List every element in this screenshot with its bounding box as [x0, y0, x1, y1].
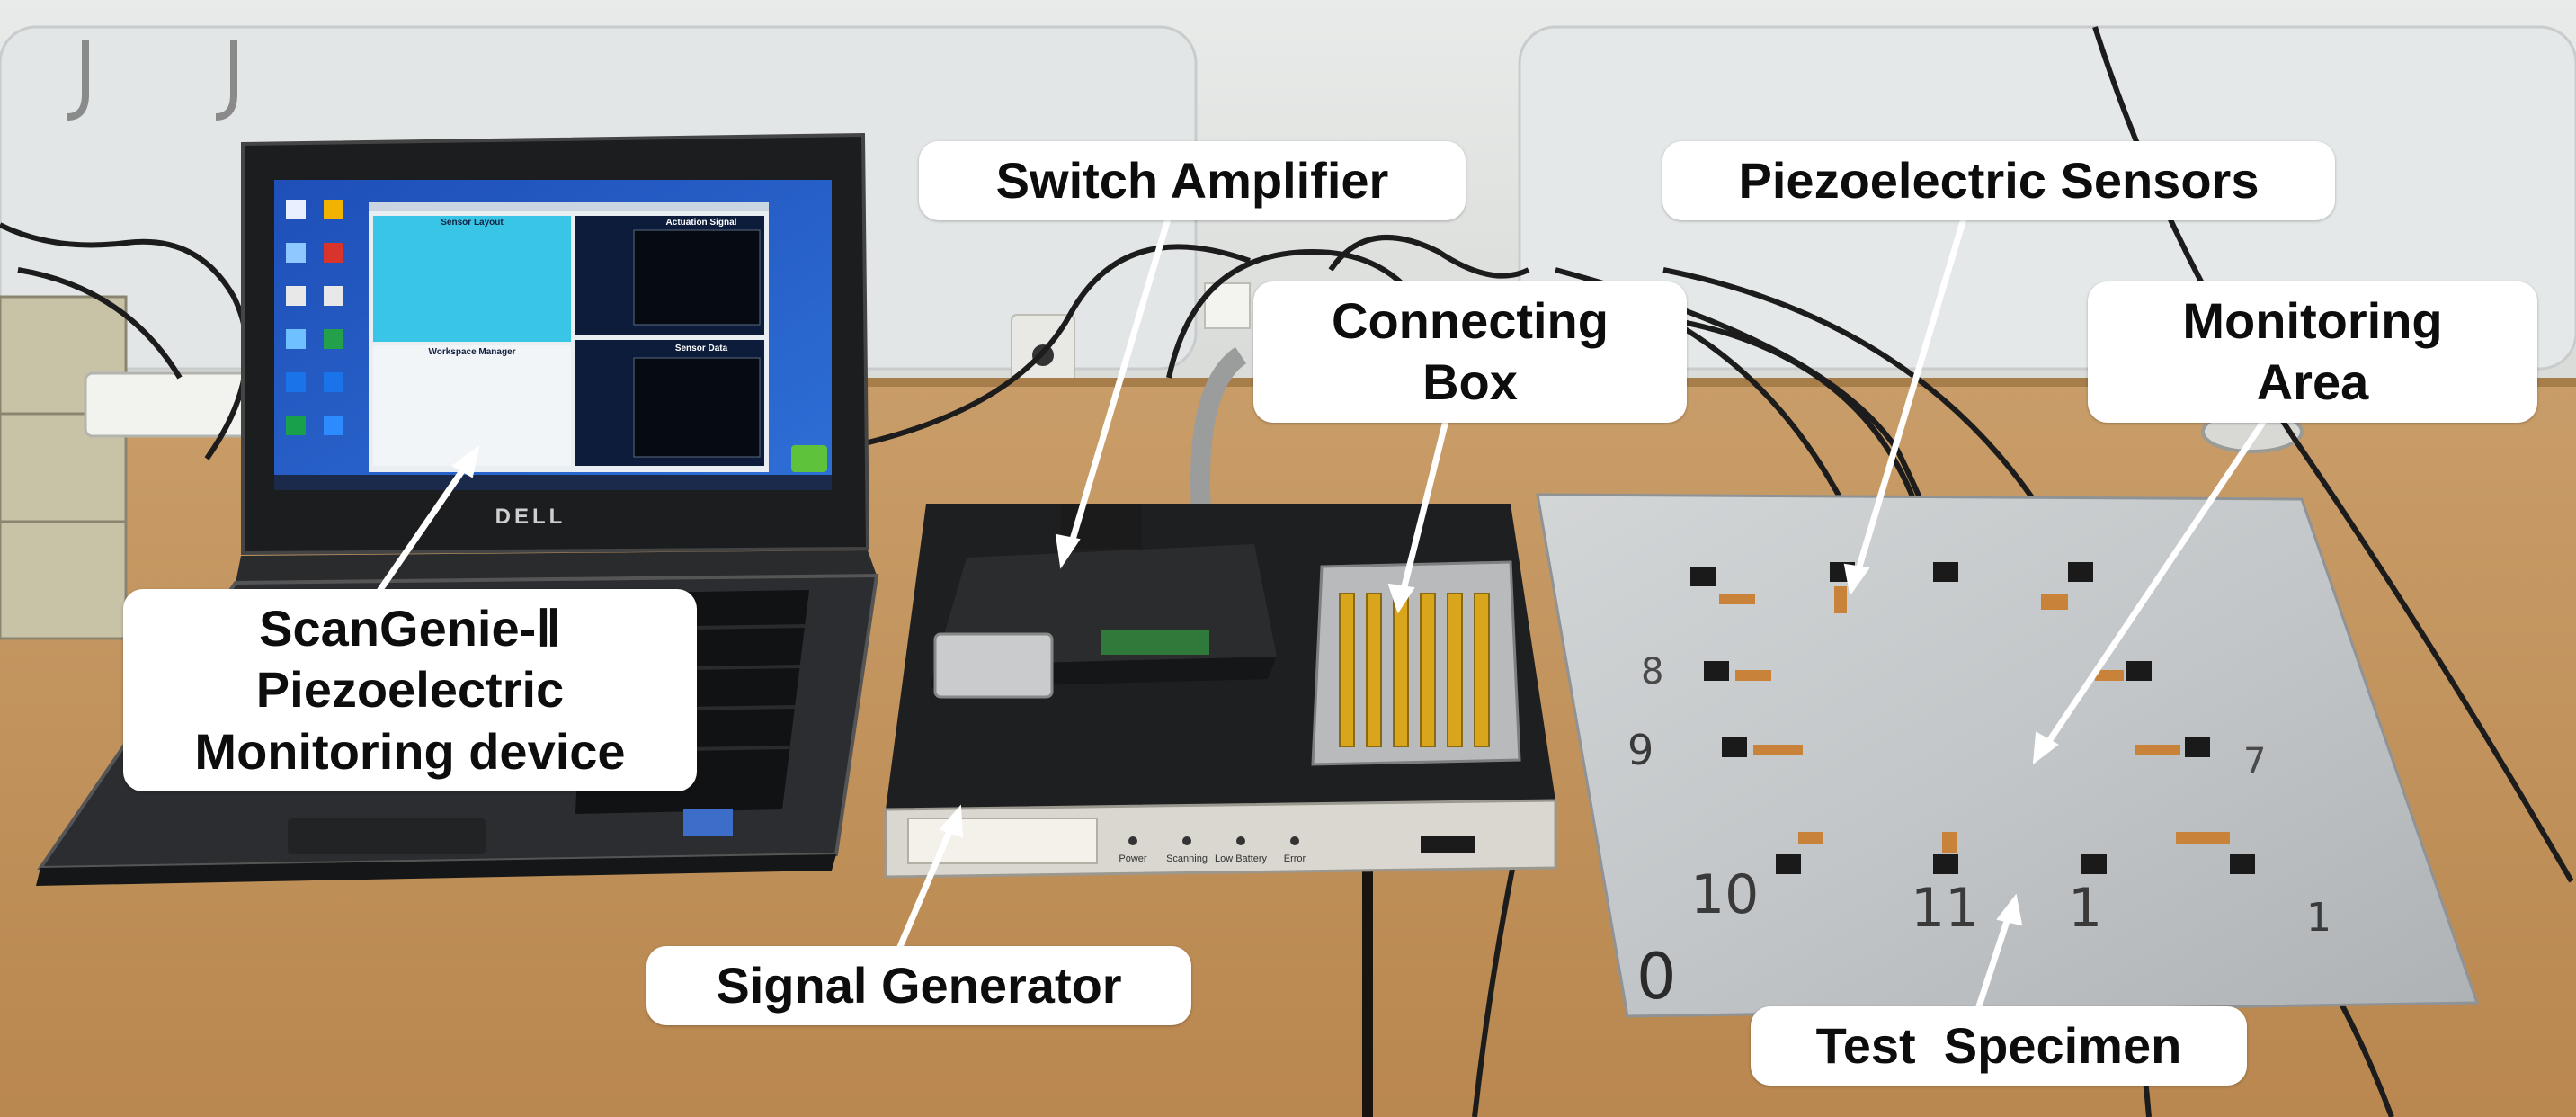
- specimen-mark: 9: [1627, 726, 1653, 774]
- sensor-leads: [1719, 586, 2230, 853]
- scangenie-device-label: ScanGenie-Ⅱ Piezoelectric Monitoring dev…: [123, 589, 697, 791]
- monitoring-area-label: Monitoring Area: [2088, 281, 2537, 423]
- workspace-manager-title: Workspace Manager: [428, 347, 515, 357]
- test-specimen: 10 11 1 0 8 9 7 1: [1536, 493, 2480, 1018]
- signal-generator-text: Signal Generator: [716, 957, 1122, 1014]
- specimen-mark: 0: [1636, 940, 1677, 1014]
- indicator-label: Error: [1284, 853, 1306, 864]
- desk-seam: [1362, 800, 1373, 1117]
- hook-icon: [215, 40, 237, 121]
- laptop-screen: Sensor Layout Actuation Signal Sensor Da…: [274, 180, 832, 490]
- specimen-mark: 10: [1690, 863, 1759, 926]
- piezo-sensors: [1690, 562, 2255, 874]
- switch-amplifier-label: Switch Amplifier: [919, 141, 1466, 221]
- switch-amplifier: [931, 504, 1277, 699]
- connecting-box: [1311, 560, 1521, 766]
- hook-icon: [67, 40, 89, 121]
- test-specimen-text: Test Specimen: [1815, 1017, 2182, 1074]
- signal-generator-label: Signal Generator: [646, 946, 1191, 1026]
- scangenie-text-line2: Piezoelectric: [255, 661, 565, 719]
- specimen-mark: 1: [2306, 895, 2331, 941]
- taskbar: [274, 475, 832, 490]
- touchpad: [288, 818, 486, 854]
- intel-sticker: [683, 809, 733, 836]
- indicator-leds: [1128, 836, 1299, 845]
- specimen-mark: 7: [2243, 741, 2266, 782]
- green-terminal: [1101, 630, 1209, 655]
- equipment-stack: [0, 295, 128, 640]
- piezoelectric-sensors-text: Piezoelectric Sensors: [1738, 152, 2260, 209]
- desktop-icons: [286, 200, 343, 435]
- power-strip: [84, 371, 258, 438]
- connecting-box-text-line2: Box: [1422, 353, 1518, 411]
- laptop-brand: DELL: [495, 505, 566, 529]
- connecting-box-text-line1: Connecting: [1332, 292, 1609, 349]
- usb-port: [1421, 836, 1475, 853]
- connecting-box-label: Connecting Box: [1253, 281, 1687, 423]
- piezoelectric-sensors-label: Piezoelectric Sensors: [1662, 141, 2335, 221]
- test-specimen-label: Test Specimen: [1751, 1006, 2247, 1086]
- db-connector: [933, 632, 1054, 699]
- monitoring-area-text-line1: Monitoring: [2182, 292, 2443, 349]
- specimen-mark: 11: [1911, 877, 1979, 940]
- sensor-layout-title: Sensor Layout: [441, 218, 504, 228]
- monitoring-area-text-line2: Area: [2256, 353, 2369, 411]
- indicator-label: Low Battery: [1215, 853, 1268, 864]
- callout-arrows: [375, 214, 2277, 1011]
- indicator-label: Scanning: [1166, 853, 1208, 864]
- indicator-label: Power: [1119, 853, 1147, 864]
- scangenie-text-line1: ScanGenie-Ⅱ: [259, 600, 561, 657]
- switch-amplifier-text: Switch Amplifier: [995, 152, 1389, 209]
- sensor-layout-panel: [373, 216, 571, 342]
- specimen-mark: 1: [2068, 877, 2102, 940]
- scangenie-text-line3: Monitoring device: [194, 722, 626, 780]
- sensor-data-title: Sensor Data: [675, 344, 728, 353]
- actuation-signal-title: Actuation Signal: [666, 218, 737, 228]
- workspace-manager-panel: [373, 345, 571, 466]
- specimen-mark: 8: [1641, 651, 1663, 693]
